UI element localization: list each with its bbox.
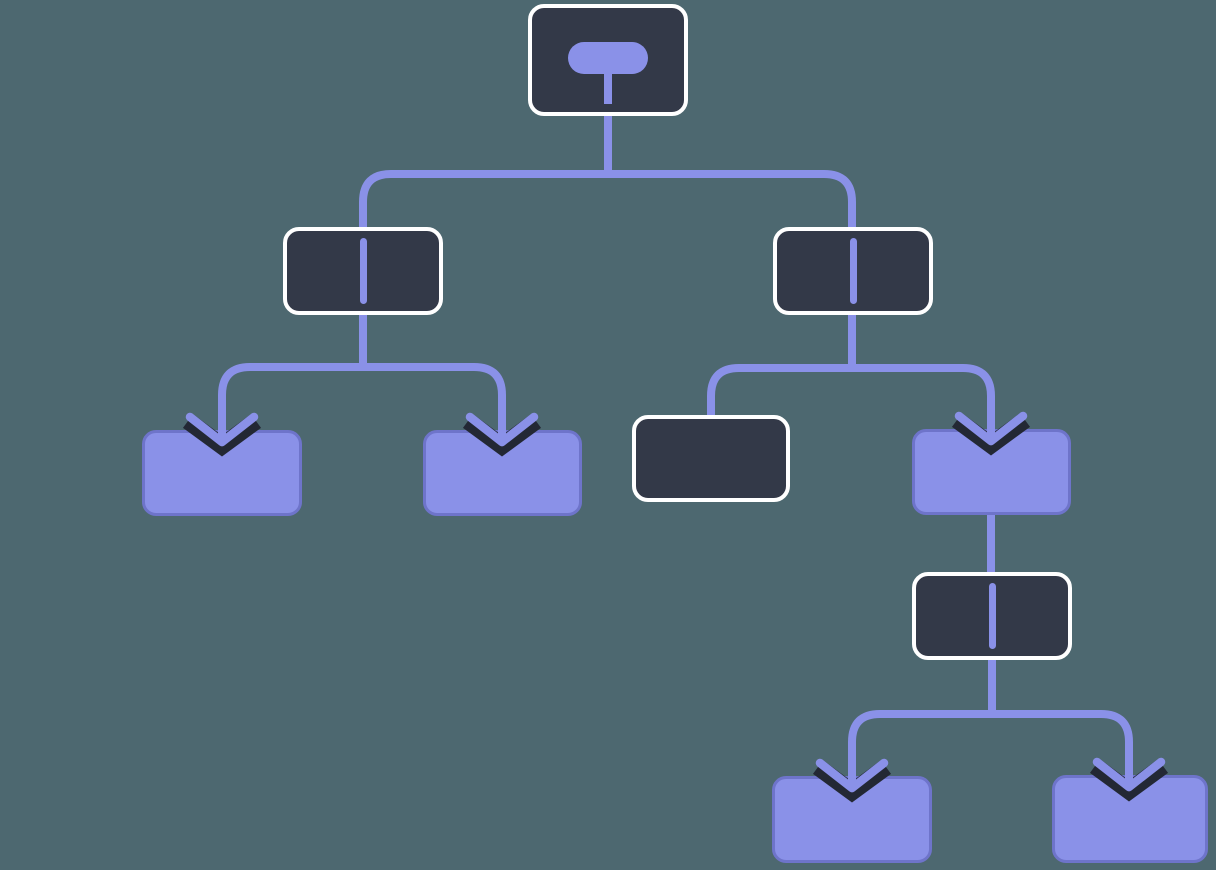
tree-leaf-5[interactable] [1052,775,1208,863]
tree-node-branch-right[interactable] [773,227,933,315]
root-pill-stem [604,74,612,104]
tree-leaf-1[interactable] [142,430,302,516]
vertical-bar-icon [988,583,996,649]
vertical-bar-icon [359,238,367,304]
tree-leaf-3[interactable] [912,429,1071,515]
tree-leaf-4[interactable] [772,776,932,863]
tree-node-dark-leaf[interactable] [632,415,790,502]
tree-node-root[interactable] [528,4,688,116]
root-pill-icon [568,42,648,74]
vertical-bar-icon [849,238,857,304]
tree-leaf-2[interactable] [423,430,582,516]
tree-node-branch-left[interactable] [283,227,443,315]
tree-node-branch-bottom[interactable] [912,572,1072,660]
